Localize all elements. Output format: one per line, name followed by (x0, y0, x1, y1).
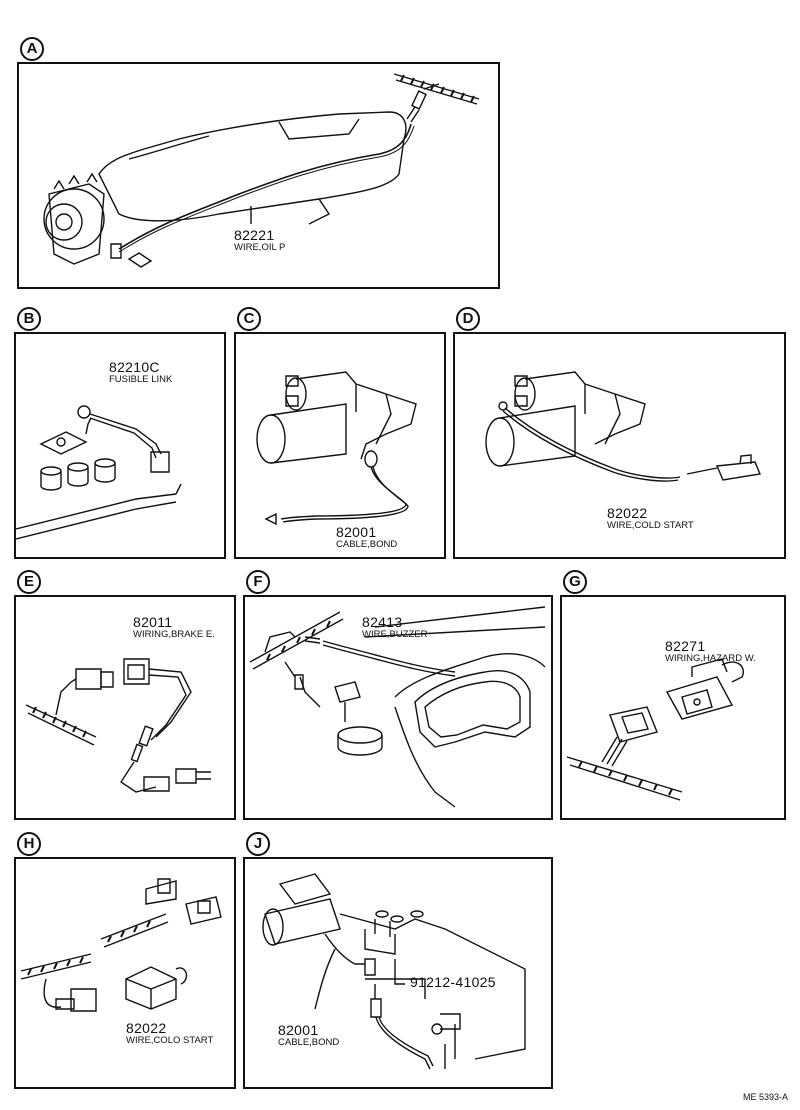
master-cylinder-bond-cable-illustration (245, 859, 551, 1087)
starter-cold-start-wire-illustration (455, 334, 784, 557)
panel-a-oil-pressure-wire: 82221 WIRE,OIL P (17, 62, 500, 289)
panel-g-badge: G (563, 570, 587, 594)
panel-d-cold-start-wire: 82022 WIRE,COLD START (453, 332, 786, 559)
part-name: WIRING,BRAKE E. (133, 628, 215, 640)
part-number: 82022 (126, 1020, 167, 1036)
part-number: 82210C (109, 359, 160, 375)
part-name: WIRE,COLD START (607, 519, 694, 531)
panel-b-badge: B (17, 307, 41, 331)
panel-f-buzzer-wire: 82413 WIRE,BUZZER (243, 595, 553, 820)
panel-h-cold-start-wire: 82022 WIRE,COLO START (14, 857, 236, 1089)
part-number: 82022 (607, 505, 648, 521)
panel-e-badge: E (17, 570, 41, 594)
part-name: FUSIBLE LINK (109, 373, 173, 385)
panel-d-part-label: 82022 WIRE,COLD START (607, 506, 694, 531)
diagram-reference-code: ME 5393-A (742, 1092, 788, 1102)
panel-e-part-label: 82011 WIRING,BRAKE E. (133, 615, 215, 640)
panel-d-badge: D (456, 307, 480, 331)
panel-j-bond-cable: 82001 CABLE,BOND 91212-41025 (243, 857, 553, 1089)
panel-a-part-label: 82221 WIRE,OIL P (234, 228, 285, 253)
part-number: 82271 (665, 638, 706, 654)
bolt-part-number: 91212-41025 (410, 974, 496, 990)
panel-e-brake-wiring: 82011 WIRING,BRAKE E. (14, 595, 236, 820)
panel-b-fusible-link: 82210C FUSIBLE LINK (14, 332, 226, 559)
panel-h-part-label: 82022 WIRE,COLO START (126, 1021, 213, 1046)
panel-j-badge: J (246, 832, 270, 856)
panel-g-part-label: 82271 WIRING,HAZARD W. (665, 639, 756, 664)
brake-wiring-illustration (16, 597, 234, 818)
part-number: 82413 (362, 614, 403, 630)
panel-j-part-label: 82001 CABLE,BOND (278, 1023, 339, 1048)
panel-f-part-label: 82413 WIRE,BUZZER (362, 615, 427, 640)
part-name: WIRE,BUZZER (362, 628, 428, 640)
panel-c-part-label: 82001 CABLE,BOND (336, 525, 397, 550)
part-name: CABLE,BOND (278, 1036, 340, 1048)
panel-h-badge: H (17, 832, 41, 856)
part-name: WIRING,HAZARD W. (665, 652, 756, 664)
part-number: 82001 (278, 1022, 319, 1038)
panel-c-bond-cable: 82001 CABLE,BOND (234, 332, 446, 559)
engine-alternator-illustration (19, 64, 498, 287)
part-name: WIRE,COLO START (126, 1034, 214, 1046)
cold-start-connector-illustration (16, 859, 234, 1087)
hazard-wiring-illustration (562, 597, 784, 818)
panel-f-badge: F (246, 570, 270, 594)
panel-g-hazard-wiring: 82271 WIRING,HAZARD W. (560, 595, 786, 820)
panel-a-badge: A (20, 37, 44, 61)
buzzer-wire-illustration (245, 597, 551, 818)
panel-b-part-label: 82210C FUSIBLE LINK (109, 360, 172, 385)
starter-bond-cable-illustration (236, 334, 444, 557)
part-number: 82001 (336, 524, 377, 540)
part-name: WIRE,OIL P (234, 241, 286, 253)
panel-j-bolt-label: 91212-41025 (410, 975, 496, 990)
fusible-link-illustration (16, 334, 224, 557)
part-number: 82221 (234, 227, 275, 243)
part-name: CABLE,BOND (336, 538, 398, 550)
part-number: 82011 (133, 614, 173, 630)
panel-c-badge: C (237, 307, 261, 331)
